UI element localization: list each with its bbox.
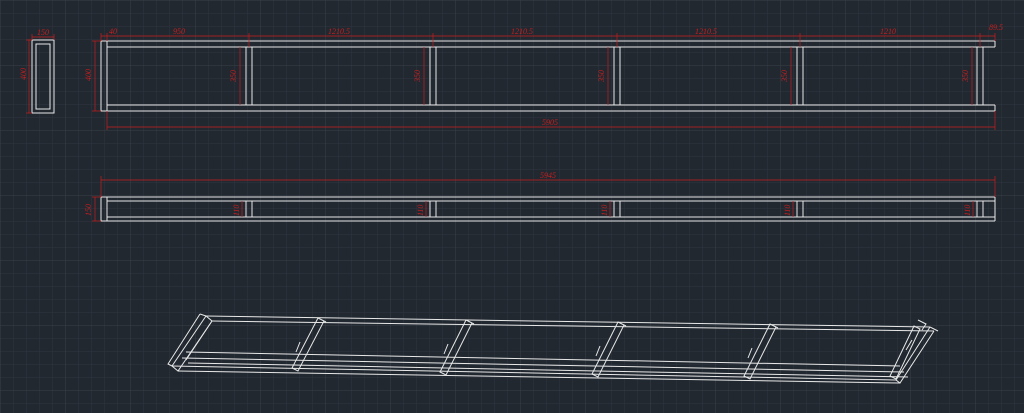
iso-cross-member-1 xyxy=(291,317,327,372)
top-dim-spacing-6: 1210 xyxy=(880,27,896,36)
side-tab-1 xyxy=(245,200,253,218)
side-tab-3 xyxy=(613,200,621,218)
top-dim-spacing-3: 1210.5 xyxy=(328,27,350,36)
side-dim-tab-1: 110 xyxy=(232,205,241,216)
iso-cross-member-4 xyxy=(743,323,779,380)
side-view-dims xyxy=(92,176,996,222)
top-dim-spacing-7: 89.5 xyxy=(989,23,1003,32)
top-dim-spacing-1: 40 xyxy=(109,27,117,36)
top-dim-inner-1: 350 xyxy=(229,70,238,83)
iso-cross-member-3 xyxy=(591,321,627,378)
cross-section-inner xyxy=(35,43,51,110)
side-dim-height: 150 xyxy=(84,204,93,216)
iso-end-frame xyxy=(171,315,213,372)
side-dim-tab-3: 110 xyxy=(600,205,609,216)
side-dim-tab-5: 110 xyxy=(963,205,972,216)
top-dim-spacing-5: 1210.5 xyxy=(695,27,717,36)
isometric-view[interactable] xyxy=(167,313,939,384)
side-end-post xyxy=(100,196,108,222)
end-post xyxy=(100,40,108,112)
cross-section-view[interactable] xyxy=(31,39,55,114)
top-dim-inner-2: 350 xyxy=(413,70,422,83)
cross-section-width-label: 150 xyxy=(37,28,49,37)
cross-section-dims xyxy=(26,34,55,114)
top-dim-inner-5: 350 xyxy=(961,70,970,83)
iso-cross-member-5 xyxy=(889,325,921,380)
iso-right-end xyxy=(895,326,935,384)
side-tab-4 xyxy=(796,200,804,218)
cross-section-outer xyxy=(31,39,55,114)
top-dim-inner-4: 350 xyxy=(780,70,789,83)
top-view-dims xyxy=(92,33,996,130)
iso-cross-member-2 xyxy=(439,319,475,376)
side-dim-overall: 5945 xyxy=(540,171,556,180)
top-dim-spacing-4: 1210.5 xyxy=(511,27,533,36)
top-dim-inner-3: 350 xyxy=(597,70,606,83)
top-dim-overall: 5905 xyxy=(542,118,558,127)
cross-section-height-label: 400 xyxy=(19,68,28,80)
side-dim-tab-2: 110 xyxy=(416,205,425,216)
top-dim-spacing-2: 950 xyxy=(173,27,185,36)
side-view-frame[interactable] xyxy=(100,196,996,222)
side-dim-tab-4: 110 xyxy=(783,205,792,216)
side-tab-5 xyxy=(976,200,984,218)
side-tab-2 xyxy=(429,200,437,218)
top-view-frame[interactable] xyxy=(100,40,996,112)
top-dim-height-label: 400 xyxy=(84,69,93,81)
